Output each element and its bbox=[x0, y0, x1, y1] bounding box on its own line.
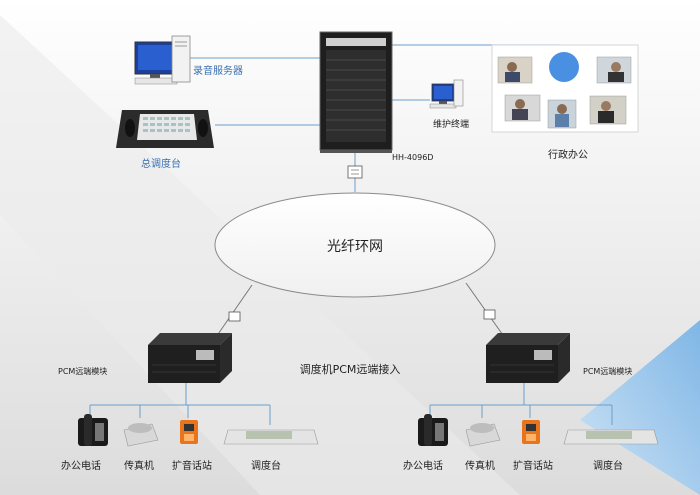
left-office-phone-icon bbox=[78, 414, 108, 446]
label-admin-office: 行政办公 bbox=[548, 148, 588, 161]
pcm-module-left-icon bbox=[148, 333, 232, 383]
right-dispatch-console-icon bbox=[563, 429, 659, 445]
fiber-connector-left bbox=[228, 311, 241, 322]
left-device-label: 传真机 bbox=[124, 459, 154, 472]
office-photo-1 bbox=[497, 56, 533, 84]
label-switch-model: HH-4096D bbox=[392, 153, 433, 162]
right-office-phone-icon bbox=[418, 414, 448, 446]
left-device-bus bbox=[89, 383, 271, 425]
label-main-console: 总调度台 bbox=[141, 157, 181, 170]
corner-accent bbox=[580, 320, 700, 495]
right-device-bus bbox=[429, 383, 613, 425]
fiber-ring bbox=[214, 192, 496, 298]
right-device-label: 调度台 bbox=[593, 459, 623, 472]
office-photo-3 bbox=[504, 94, 541, 122]
fiber-connector-top bbox=[347, 165, 363, 179]
office-photo-2 bbox=[596, 56, 632, 84]
left-pa-station-icon bbox=[180, 420, 198, 444]
right-fax-icon bbox=[465, 423, 501, 447]
left-device-label: 调度台 bbox=[251, 459, 281, 472]
right-device-label: 传真机 bbox=[465, 459, 495, 472]
office-photo-4 bbox=[547, 99, 577, 129]
left-device-label: 扩音话站 bbox=[172, 459, 212, 472]
maintenance-terminal-icon bbox=[429, 79, 464, 109]
label-pcm-module-right: PCM远端模块 bbox=[583, 366, 632, 376]
main-console-icon bbox=[116, 110, 214, 148]
office-photo-5 bbox=[589, 95, 627, 125]
office-hub-node bbox=[549, 52, 579, 82]
admin-office-panel bbox=[491, 44, 639, 133]
left-dispatch-console-icon bbox=[223, 429, 319, 445]
fiber-connector-right bbox=[483, 309, 496, 320]
label-fiber-ring: 光纤环网 bbox=[327, 239, 383, 255]
recording-server-icon bbox=[134, 35, 191, 85]
label-pcm-module-left: PCM远端模块 bbox=[58, 366, 107, 376]
left-device-label: 办公电话 bbox=[61, 459, 101, 472]
right-pa-station-icon bbox=[522, 420, 540, 444]
label-maintenance-terminal: 维护终端 bbox=[433, 118, 469, 130]
right-device-label: 扩音话站 bbox=[513, 459, 553, 472]
switch-cabinet-icon bbox=[319, 31, 393, 153]
label-recording-server: 录音服务器 bbox=[193, 64, 243, 77]
label-pcm-remote-access: 调度机PCM远端接入 bbox=[300, 362, 401, 376]
pcm-module-right-icon bbox=[486, 333, 570, 383]
right-device-label: 办公电话 bbox=[403, 459, 443, 472]
left-fax-icon bbox=[123, 423, 159, 447]
